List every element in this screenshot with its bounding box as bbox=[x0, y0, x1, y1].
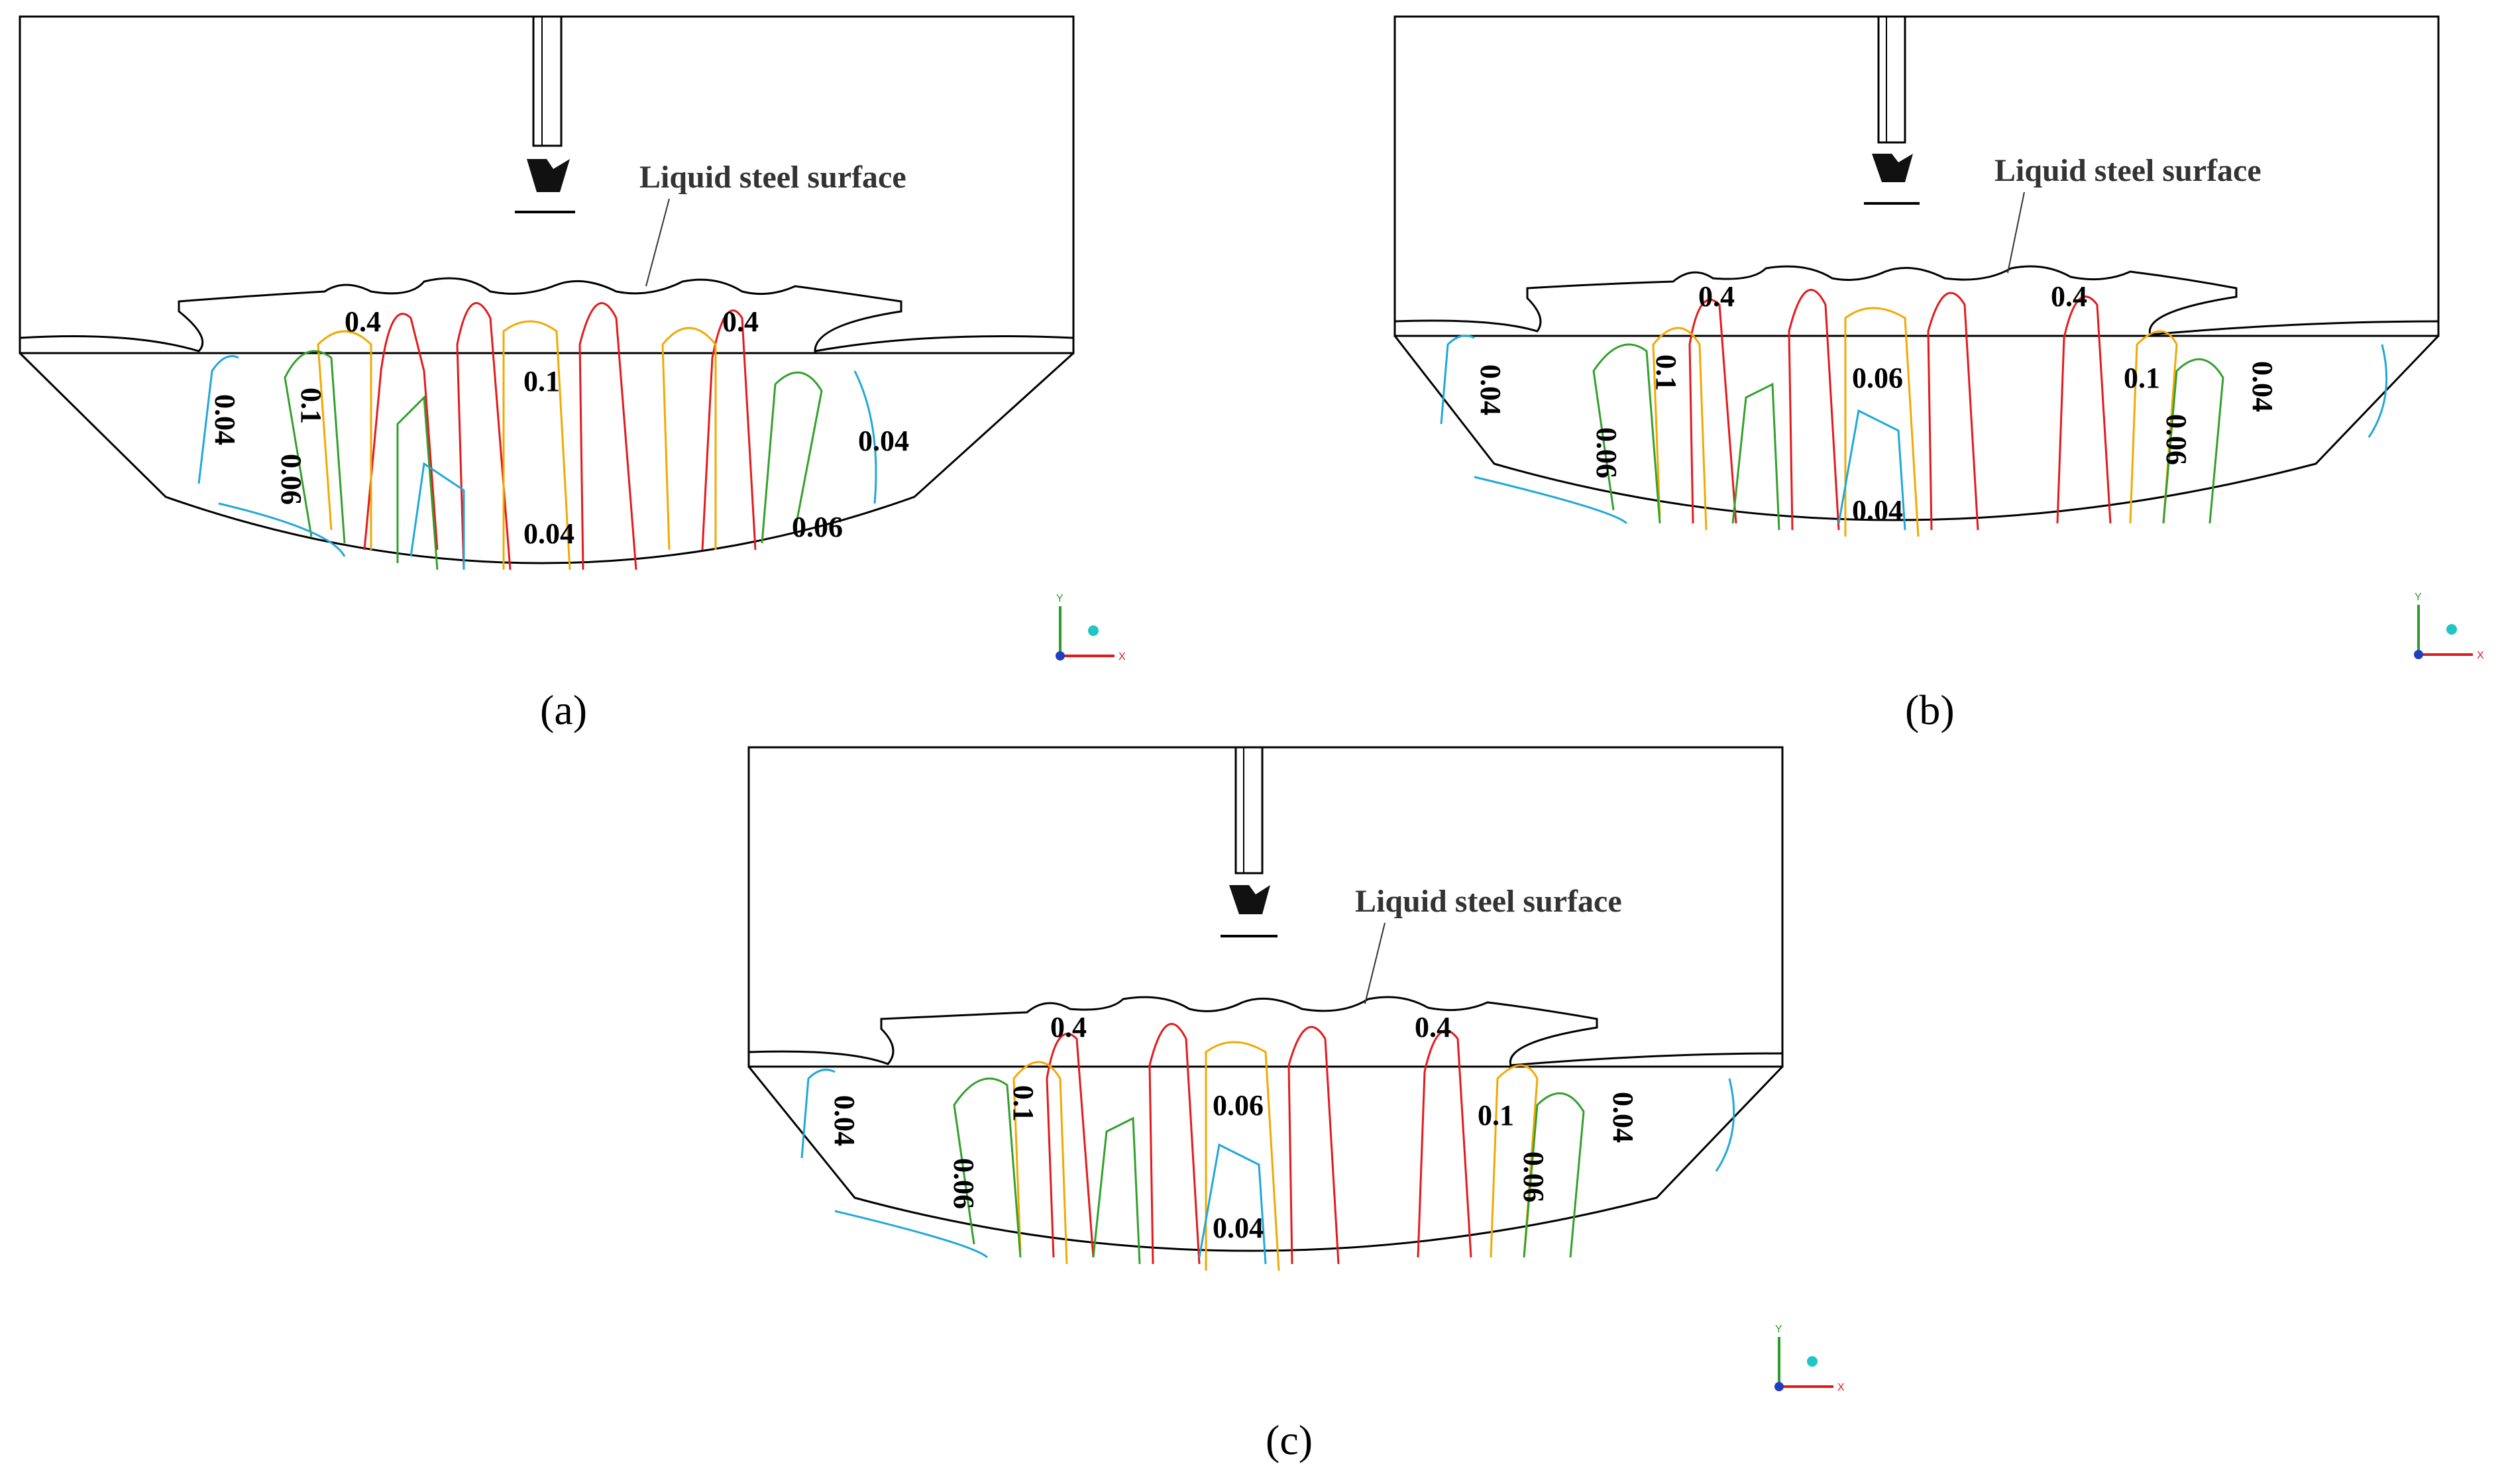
contour-label: 0.04 bbox=[828, 1095, 861, 1146]
contour-label: 0.1 bbox=[2124, 362, 2160, 394]
contour-label: 0.06 bbox=[1590, 427, 1623, 478]
contour-label: 0.06 bbox=[792, 511, 843, 543]
contour-label: 0.06 bbox=[1213, 1089, 1264, 1122]
lance-icon bbox=[515, 15, 575, 213]
contour-label: 0.04 bbox=[209, 394, 241, 445]
contour-label: 0.04 bbox=[1607, 1092, 1639, 1143]
contour-label: 0.1 bbox=[295, 388, 327, 424]
contour-label: 0.04 bbox=[523, 517, 574, 550]
svg-text:Y: Y bbox=[1775, 1324, 1782, 1335]
contour-0.04 bbox=[409, 462, 465, 570]
contour-0.1 bbox=[502, 320, 571, 570]
contour-label: 0.4 bbox=[1698, 280, 1735, 313]
liquid-steel-surface bbox=[748, 996, 1783, 1067]
contour-labels: 0.4 0.4 0.1 0.06 0.1 0.04 0.06 0.04 0.06… bbox=[828, 1011, 1639, 1244]
contour-label: 0.4 bbox=[722, 305, 759, 338]
contour-label: 0.1 bbox=[1650, 354, 1682, 391]
contour-label: 0.06 bbox=[1517, 1151, 1550, 1202]
contour-label: 0.06 bbox=[2160, 414, 2193, 465]
contour-label: 0.04 bbox=[1213, 1212, 1264, 1244]
surface-label: Liquid steel surface bbox=[639, 160, 906, 195]
contour-label: 0.4 bbox=[2051, 280, 2087, 313]
contour-0.06 bbox=[284, 350, 346, 544]
contour-lines bbox=[197, 302, 877, 570]
contour-label: 0.04 bbox=[2246, 361, 2279, 412]
panel-caption: (a) bbox=[540, 686, 587, 733]
contour-label: 0.04 bbox=[1474, 364, 1507, 415]
svg-text:X: X bbox=[2477, 650, 2484, 661]
contour-0.4 bbox=[363, 313, 439, 551]
contour-label: 0.06 bbox=[948, 1158, 980, 1209]
contour-0.1 bbox=[661, 327, 717, 551]
panel-caption: (b) bbox=[1905, 686, 1955, 733]
contour-label: 0.04 bbox=[858, 425, 909, 457]
surface-arrow bbox=[2007, 191, 2025, 274]
svg-text:Y: Y bbox=[1056, 593, 1063, 604]
lance-icon bbox=[1221, 746, 1278, 937]
contour-labels: 0.4 0.4 0.1 0.06 0.1 0.04 0.06 0.04 0.06… bbox=[1474, 280, 2279, 527]
contour-lines bbox=[1440, 289, 2388, 537]
lance-icon bbox=[1864, 15, 1920, 205]
liquid-steel-surface bbox=[1394, 265, 2439, 336]
panel-b: Liquid steel surface 0.4 0.4 0.1 0.06 0.… bbox=[1393, 15, 2484, 733]
panel-a: Liquid steel surface 0.4 0.4 0.1 0.1 0.0… bbox=[19, 15, 1126, 733]
contour-label: 0.4 bbox=[1415, 1011, 1451, 1043]
liquid-steel-surface bbox=[19, 277, 1074, 352]
contour-label: 0.1 bbox=[1007, 1085, 1040, 1122]
contour-0.04 bbox=[197, 355, 239, 484]
contour-lines bbox=[800, 1023, 1735, 1271]
contour-label: 0.06 bbox=[1852, 362, 1903, 394]
axis-triad: Y X bbox=[1056, 593, 1126, 662]
contour-label: 0.06 bbox=[275, 454, 307, 505]
contour-0.4 bbox=[701, 309, 757, 551]
svg-text:X: X bbox=[1837, 1382, 1845, 1393]
svg-text:Y: Y bbox=[2415, 592, 2422, 603]
contour-0.04 bbox=[853, 370, 877, 504]
contour-0.4 bbox=[578, 302, 637, 570]
contour-label: 0.4 bbox=[1050, 1011, 1087, 1043]
axis-triad: Y X bbox=[1774, 1324, 1845, 1393]
contour-label: 0.1 bbox=[523, 365, 560, 398]
contour-label: 0.1 bbox=[1478, 1099, 1514, 1132]
contour-0.06 bbox=[396, 395, 439, 570]
contour-label: 0.4 bbox=[345, 305, 381, 338]
surface-label: Liquid steel surface bbox=[1355, 884, 1622, 919]
contour-0.04 bbox=[218, 502, 346, 557]
contour-0.06 bbox=[761, 371, 823, 544]
vessel-outline bbox=[1393, 15, 2440, 521]
contour-label: 0.04 bbox=[1852, 494, 1903, 527]
contour-0.1 bbox=[317, 330, 372, 550]
panel-c: Liquid steel surface 0.4 0.4 0.1 0.06 0.… bbox=[747, 746, 1845, 1463]
svg-text:X: X bbox=[1118, 651, 1126, 662]
surface-arrow bbox=[1364, 922, 1386, 1004]
surface-arrow bbox=[645, 198, 670, 287]
contour-0.4 bbox=[456, 302, 512, 570]
axis-triad: Y X bbox=[2414, 592, 2484, 661]
surface-label: Liquid steel surface bbox=[1994, 153, 2261, 188]
panel-caption: (c) bbox=[1266, 1416, 1313, 1463]
contour-labels: 0.4 0.4 0.1 0.1 0.04 0.06 0.04 0.04 0.06 bbox=[209, 305, 909, 550]
